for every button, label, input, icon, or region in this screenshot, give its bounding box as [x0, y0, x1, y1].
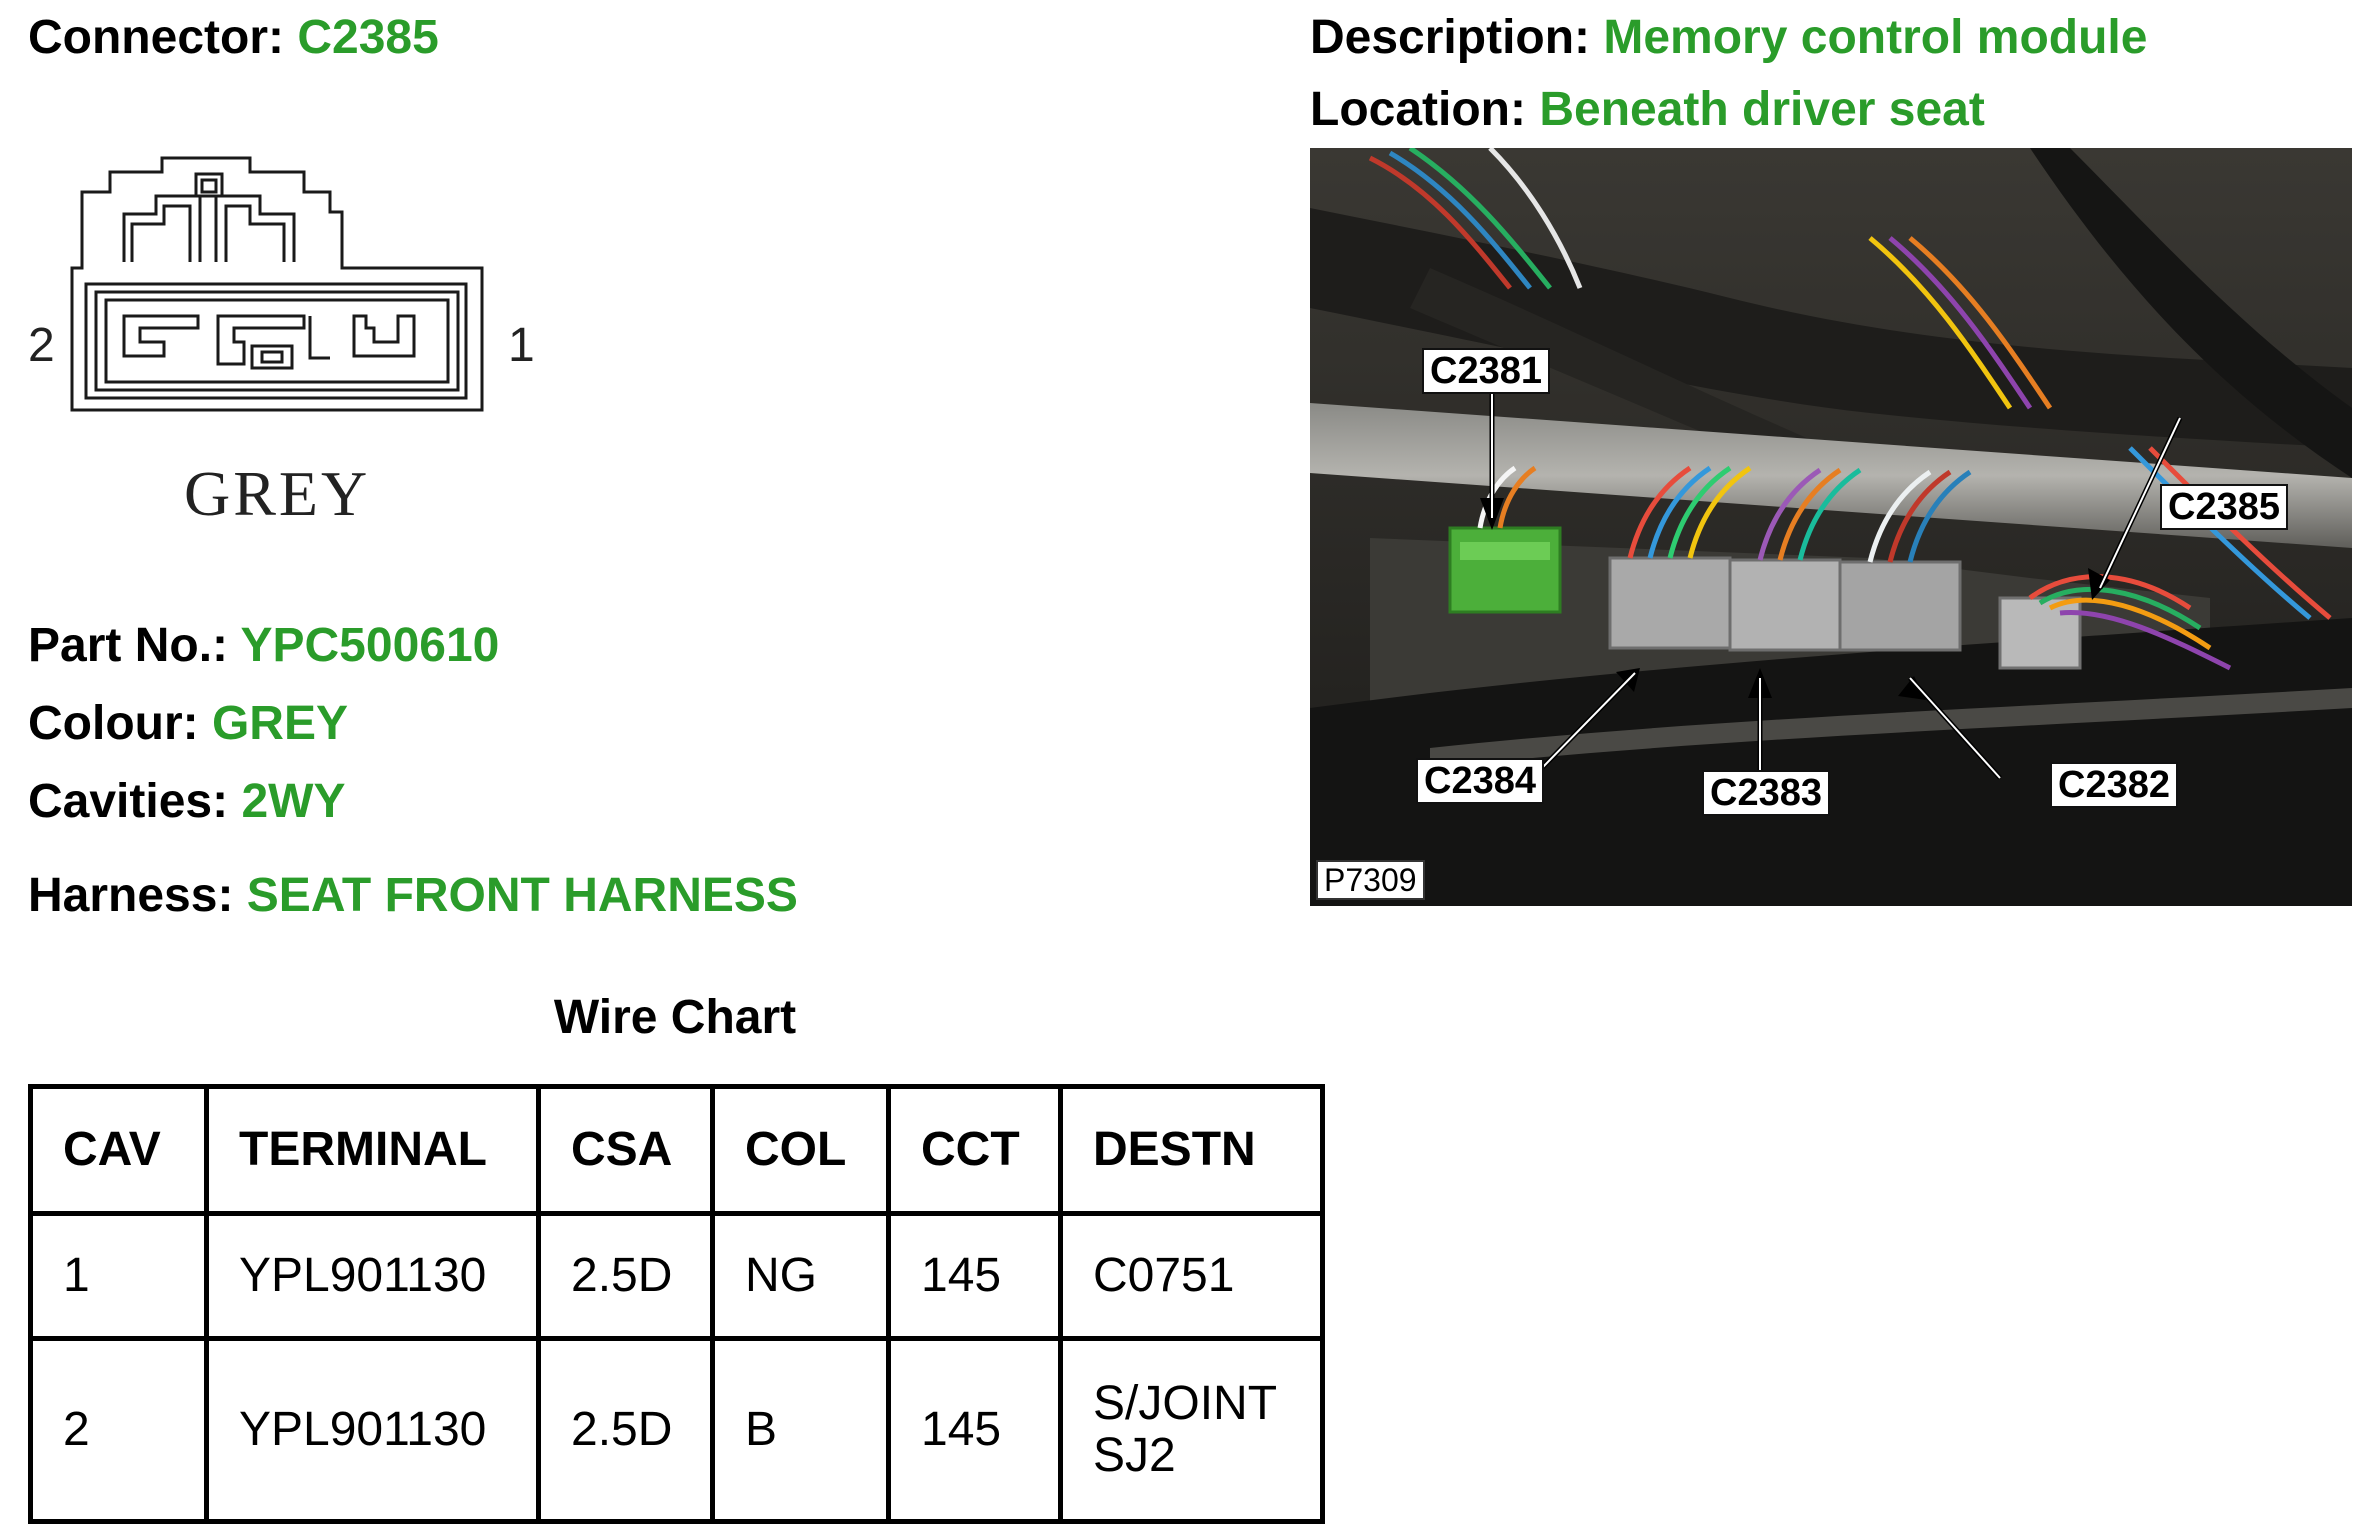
header-cct: CCT [886, 1084, 1063, 1216]
harness-field: Harness: SEAT FRONT HARNESS [28, 868, 798, 924]
wire-chart-header-row: CAV TERMINAL CSA COL CCT DESTN [28, 1084, 1325, 1216]
destn-line: SJ2 [1093, 1429, 1176, 1482]
part-no-field: Part No.: YPC500610 [28, 618, 499, 674]
description-value: Memory control module [1603, 11, 2148, 64]
photo-reference-code: P7309 [1316, 860, 1425, 900]
header-destn: DESTN [1058, 1084, 1325, 1216]
callout-c2385: C2385 [2160, 484, 2288, 530]
colour-label: Colour: [28, 697, 199, 750]
callout-c2381: C2381 [1422, 348, 1550, 394]
header-col: COL [710, 1084, 891, 1216]
harness-label: Harness: [28, 869, 234, 922]
cavities-label: Cavities: [28, 775, 229, 828]
callout-c2383: C2383 [1702, 770, 1830, 816]
cell-col: NG [710, 1211, 891, 1341]
location-field: Location: Beneath driver seat [1310, 82, 1985, 138]
connector-label: Connector: [28, 11, 284, 64]
description-field: Description: Memory control module [1310, 10, 2147, 66]
connector-field: Connector: C2385 [28, 10, 439, 66]
connector-value: C2385 [297, 11, 439, 64]
cavities-field: Cavities: 2WY [28, 774, 345, 830]
cell-terminal: YPL901130 [204, 1336, 541, 1524]
cell-destn: C0751 [1058, 1211, 1325, 1341]
wire-chart-table: CAV TERMINAL CSA COL CCT DESTN 1 YPL9011… [28, 1084, 1325, 1524]
cell-cav: 1 [28, 1211, 209, 1341]
pin-number-left: 2 [28, 319, 55, 372]
harness-value: SEAT FRONT HARNESS [246, 869, 798, 922]
cell-terminal: YPL901130 [204, 1211, 541, 1341]
header-terminal: TERMINAL [204, 1084, 541, 1216]
location-photo: C2381 C2385 C2384 C2383 C2382 P7309 [1310, 148, 2352, 906]
cell-col: B [710, 1336, 891, 1524]
cell-csa: 2.5D [536, 1211, 715, 1341]
colour-field: Colour: GREY [28, 696, 348, 752]
description-label: Description: [1310, 11, 1591, 64]
cell-destn: S/JOINT SJ2 [1058, 1336, 1325, 1524]
colour-value: GREY [211, 697, 348, 750]
header-csa: CSA [536, 1084, 715, 1216]
table-row: 1 YPL901130 2.5D NG 145 C0751 [28, 1211, 1325, 1341]
cell-cct: 145 [886, 1336, 1063, 1524]
location-label: Location: [1310, 83, 1526, 136]
cavities-value: 2WY [241, 775, 346, 828]
callout-c2384: C2384 [1416, 758, 1544, 804]
cell-csa: 2.5D [536, 1336, 715, 1524]
table-row: 2 YPL901130 2.5D B 145 S/JOINT SJ2 [28, 1336, 1325, 1524]
cell-cav: 2 [28, 1336, 209, 1524]
destn-line: S/JOINT [1093, 1377, 1278, 1430]
part-no-label: Part No.: [28, 619, 229, 672]
pin-number-right: 1 [508, 319, 535, 372]
callout-c2382: C2382 [2050, 762, 2178, 808]
connector-face-drawing [70, 156, 484, 412]
connector-colour-caption: GREY [184, 458, 371, 529]
header-cav: CAV [28, 1084, 209, 1216]
part-no-value: YPC500610 [240, 619, 500, 672]
wire-chart-title: Wire Chart [553, 991, 797, 1044]
location-value: Beneath driver seat [1539, 83, 1985, 136]
destn-line: C0751 [1093, 1249, 1235, 1302]
cell-cct: 145 [886, 1211, 1063, 1341]
